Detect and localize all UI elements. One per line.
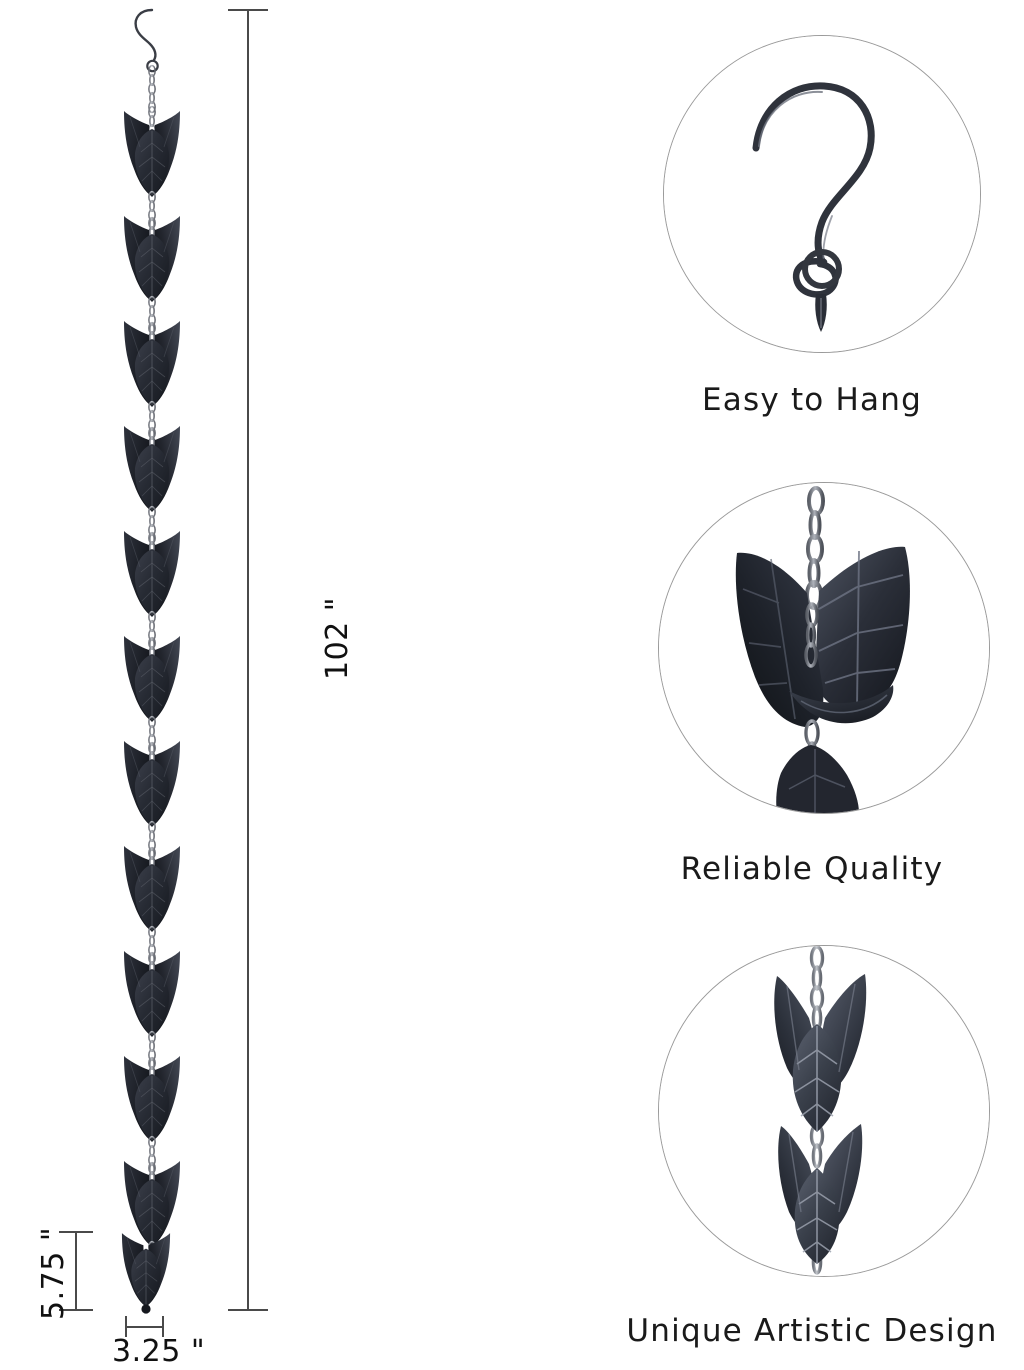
cup-height-cap-bottom bbox=[59, 1309, 93, 1311]
cup-width-dimension-line bbox=[126, 1326, 164, 1328]
total-length-cap-top bbox=[228, 9, 268, 11]
lower-tulip-cup bbox=[778, 1124, 863, 1264]
cup-height-cap-top bbox=[59, 1231, 93, 1233]
two-tulip-cups-detail-image bbox=[659, 946, 989, 1276]
feature-caption-easy-to-hang: Easy to Hang bbox=[702, 382, 922, 418]
cup-height-label: 5.75 " bbox=[36, 1226, 71, 1320]
total-length-label: 102 " bbox=[320, 596, 355, 680]
feature-circle-s-hook bbox=[663, 35, 981, 353]
rain-chain-illustration bbox=[0, 0, 330, 1370]
total-length-cap-bottom bbox=[228, 1309, 268, 1311]
feature-circle-two-cups bbox=[658, 945, 990, 1277]
cup-width-cap-left bbox=[125, 1316, 127, 1337]
feature-highlights-panel: Easy to Hang bbox=[600, 0, 1024, 1370]
upper-tulip-cup bbox=[774, 974, 867, 1132]
cup-width-cap-right bbox=[162, 1316, 164, 1337]
tulip-cup-detail-image bbox=[659, 483, 989, 813]
s-hook-detail-image bbox=[664, 36, 980, 352]
bottom-ball-terminal bbox=[141, 1304, 151, 1314]
cup-height-dimension-line bbox=[75, 1232, 77, 1310]
feature-caption-reliable-quality: Reliable Quality bbox=[680, 851, 944, 887]
rain-chain-svg bbox=[121, 8, 181, 1314]
tulip-cup-last bbox=[121, 1232, 171, 1308]
cup-width-label: 3.25 " bbox=[112, 1334, 206, 1369]
total-length-dimension-line bbox=[247, 10, 249, 1310]
feature-circle-tulip-cup bbox=[658, 482, 990, 814]
feature-caption-unique-artistic-design: Unique Artistic Design bbox=[626, 1313, 998, 1349]
product-dimension-panel: 102 " 5.75 " 3.25 " bbox=[0, 0, 355, 1370]
s-hook-top bbox=[134, 8, 159, 73]
